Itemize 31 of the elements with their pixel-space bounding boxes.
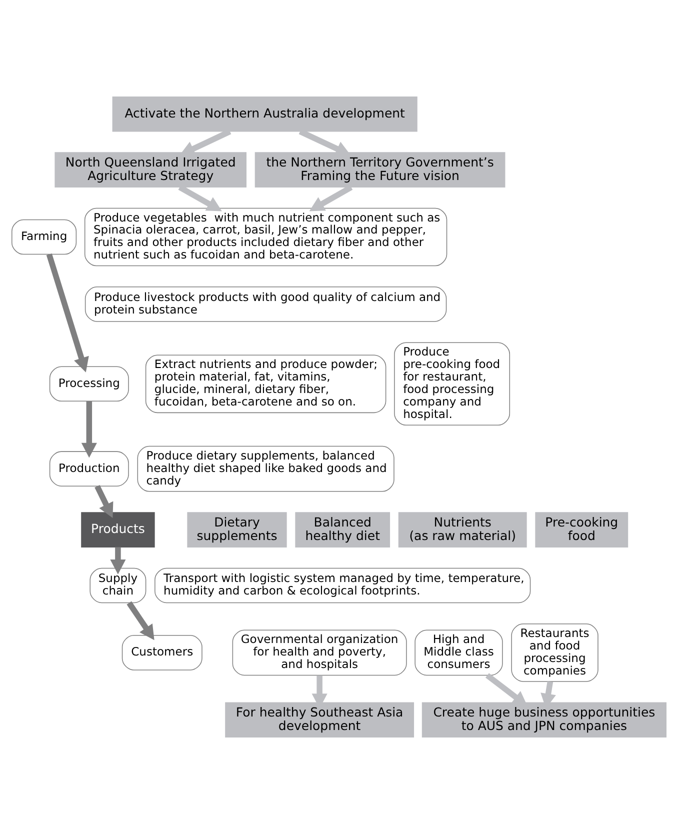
node-box: Products: [81, 512, 155, 548]
arrow: [94, 484, 114, 518]
node-box: Dietary supplements: [187, 512, 287, 548]
node-box: Activate the Northern Australia development: [112, 96, 418, 132]
node-box: Balanced healthy diet: [295, 512, 390, 548]
arrow: [110, 547, 126, 574]
node-box: Extract nutrients and produce powder; protein material, fat, vitamins, glucide, mineral, dietary fiber, fucoidan, beta-carotene and so on.: [145, 354, 386, 414]
node-box: Customers: [122, 635, 202, 670]
node-box: North Queensland Irrigated Agriculture Strategy: [54, 152, 246, 188]
node-box: Farming: [12, 219, 77, 255]
node-box: Processing: [49, 366, 129, 402]
node-box: Restaurants and food processing companies: [511, 624, 598, 682]
node-box: Nutrients (as raw material): [398, 512, 527, 548]
arrow: [178, 184, 222, 212]
arrow: [126, 601, 154, 640]
node-box: the Northern Territory Government’s Framing the Future vision: [254, 152, 506, 188]
node-box: High and Middle class consumers: [414, 630, 503, 676]
node-box: Produce livestock products with good quality of calcium and protein substance: [84, 286, 447, 322]
node-box: Produce pre-cooking food for restaurant, food processing company and hospital.: [394, 342, 510, 426]
node-box: For healthy Southeast Asia development: [225, 702, 414, 738]
node-box: Transport with logistic system managed by time, temperature, humidity and carbon & ecological footprints.: [154, 568, 531, 604]
arrow: [309, 184, 353, 212]
node-box: Produce vegetables with much nutrient component such as Spinacia oleracea, carrot, basil, Jew’s mallow and pepper, fruits and other products included dietary fiber and other nutrient such as fucoidan and beta-carotene.: [84, 208, 448, 266]
node-box: Produce dietary supplements, balanced healthy diet shaped like baked goods and candy: [137, 446, 394, 492]
node-box: Create huge business opportunities to AUS and JPN companies: [422, 702, 666, 738]
arrow: [81, 401, 97, 458]
arrow: [46, 253, 89, 372]
node-box: Governmental organization for health and poverty, and hospitals: [232, 630, 407, 676]
node-box: Pre-cooking food: [535, 512, 628, 548]
node-box: Production: [49, 451, 129, 486]
node-box: Supply chain: [90, 568, 146, 604]
